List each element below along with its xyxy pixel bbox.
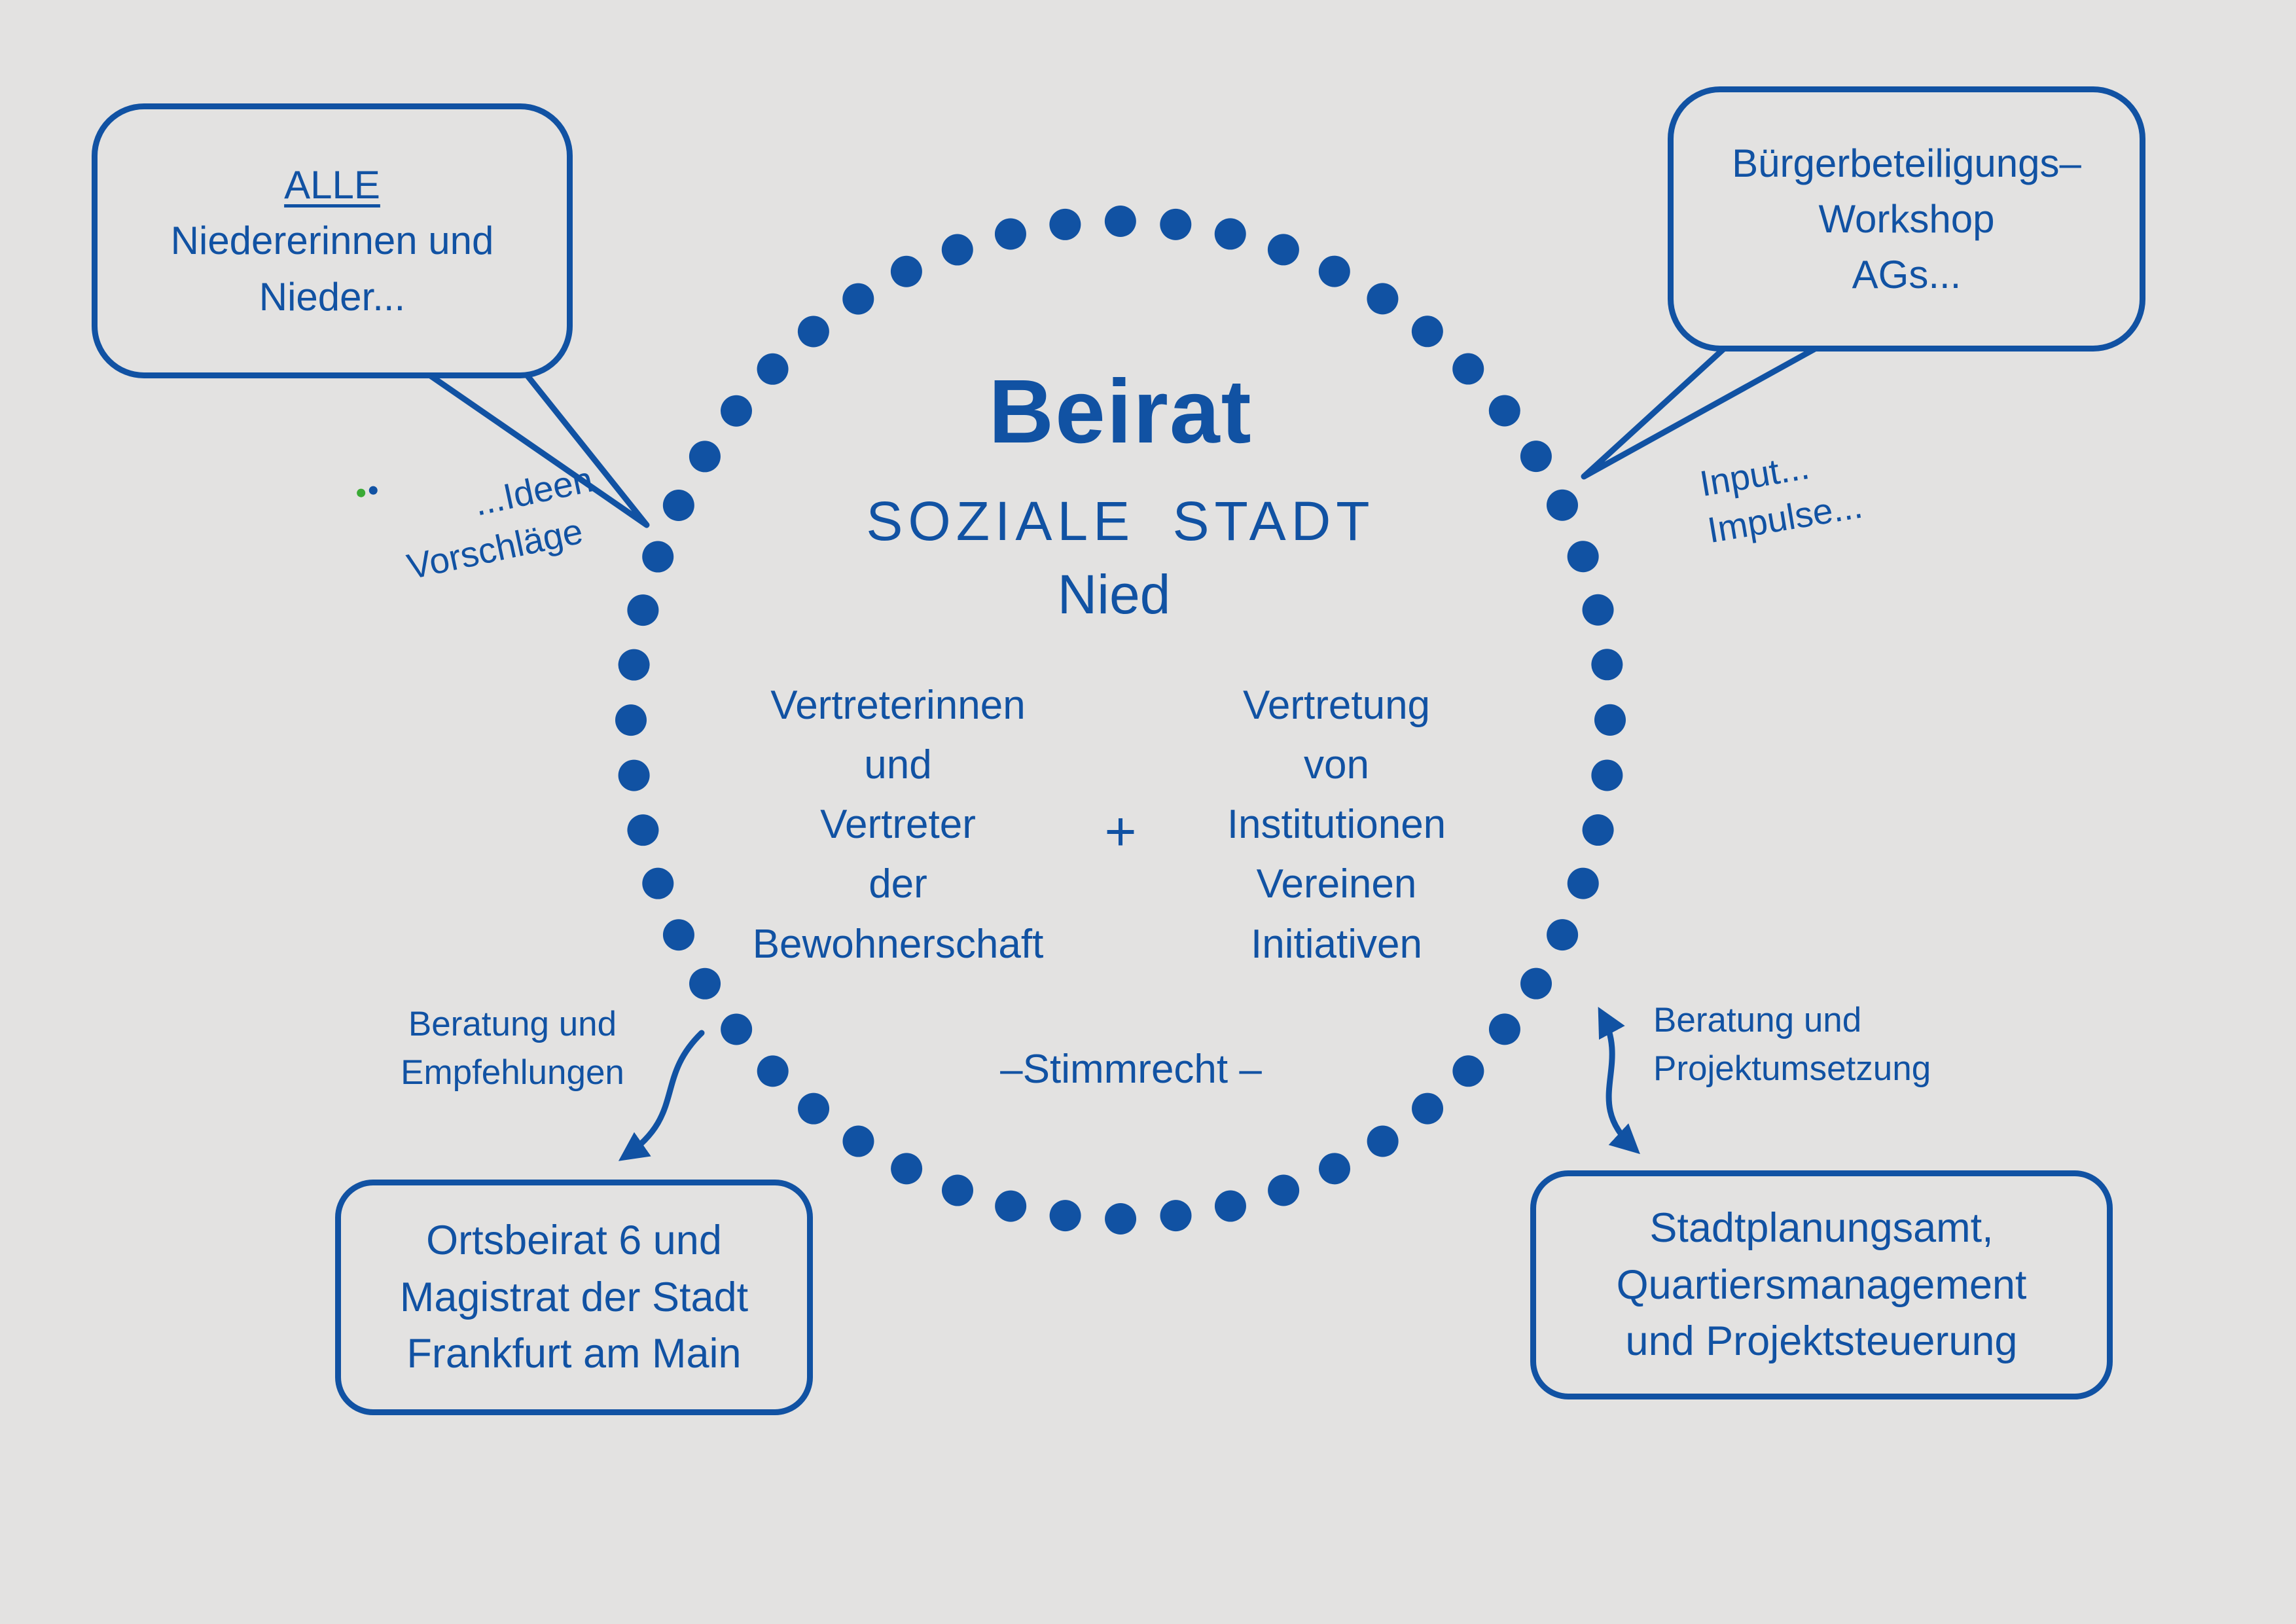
residents-column-line: Vertreter <box>820 802 976 848</box>
institutions-column-line: Institutionen <box>1227 802 1446 848</box>
institutions-column-line: Vereinen <box>1256 861 1417 907</box>
bubble-line: AGs... <box>1852 253 1962 297</box>
stadtplanungsamt-box: Stadtplanungsamt, Quartiersmanagement un… <box>1530 1170 2113 1399</box>
box-line: Stadtplanungsamt, <box>1649 1204 1994 1251</box>
residents-speech-bubble: ALLE Niedererinnen und Nieder... <box>92 103 573 378</box>
workshop-speech-bubble: Bürgerbeteiligungs– Workshop AGs... <box>1668 86 2145 352</box>
box-line: Quartiersmanagement <box>1616 1261 2027 1308</box>
box-line: Ortsbeirat 6 und <box>426 1217 722 1263</box>
institutions-column: Vertretung von Institutionen Vereinen In… <box>1227 676 1446 974</box>
green-dot-icon <box>356 488 367 499</box>
annotation-line: Beratung und <box>1653 1001 1862 1039</box>
beratung-projektumsetzung-label: Beratung und Projektumsetzung <box>1653 996 1931 1093</box>
residents-column-line: Bewohnerschaft <box>752 921 1044 967</box>
annotation-line: Projektumsetzung <box>1653 1049 1931 1089</box>
residents-column: Vertreterinnen und Vertreter der Bewohne… <box>753 676 1044 974</box>
plus-sign: + <box>1104 801 1137 862</box>
residents-column-line: Vertreterinnen <box>770 683 1026 728</box>
dotted-circle-border <box>615 206 1626 1235</box>
beratung-empfehlungen-arrow <box>618 1030 705 1161</box>
circle-subtitle2: Nied <box>1057 564 1171 625</box>
box-line: Frankfurt am Main <box>406 1331 742 1377</box>
annotation-line: Beratung und <box>408 1005 617 1043</box>
residents-column-line: und <box>864 742 932 788</box>
ortsbeirat-box: Ortsbeirat 6 und Magistrat der Stadt Fra… <box>335 1180 813 1415</box>
blue-dot-icon <box>368 485 379 496</box>
institutions-column-line: Initiativen <box>1251 921 1422 967</box>
residents-column-line: der <box>869 861 927 907</box>
bubble-line: Niedererinnen und <box>170 219 494 263</box>
bubble-line: Nieder... <box>259 274 406 319</box>
bubble-line: Bürgerbeteiligungs– <box>1732 141 2081 185</box>
annotation-line: Empfehlungen <box>401 1053 624 1092</box>
box-line: und Projektsteuerung <box>1625 1318 2018 1365</box>
voting-rights-note: –Stimmrecht – <box>1000 1047 1262 1092</box>
institutions-column-line: von <box>1304 742 1369 788</box>
bubble-line: ALLE <box>284 163 380 208</box>
circle-subtitle: SOZIALE STADT <box>866 490 1375 552</box>
beratung-projektumsetzung-arrow <box>1598 1007 1640 1155</box>
beratung-empfehlungen-label: Beratung und Empfehlungen <box>391 1000 634 1097</box>
bubble-line: Workshop <box>1818 196 1995 241</box>
institutions-column-line: Vertretung <box>1242 683 1431 728</box>
circle-title: Beirat <box>988 361 1253 462</box>
box-line: Magistrat der Stadt <box>399 1274 749 1320</box>
